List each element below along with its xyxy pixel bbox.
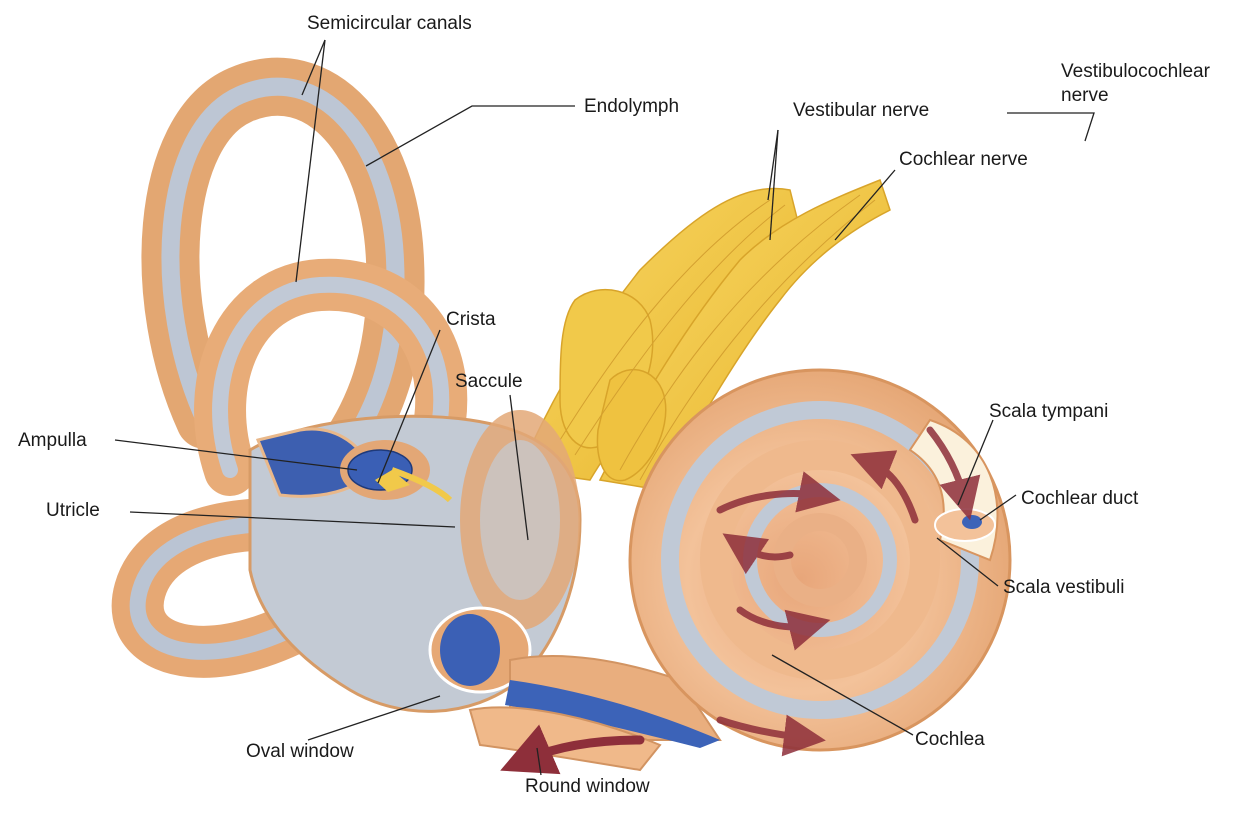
label-cochlear-duct: Cochlear duct [1021, 488, 1138, 510]
label-ampulla: Ampulla [18, 430, 87, 452]
label-cochlea: Cochlea [915, 729, 985, 751]
label-scala-tympani: Scala tympani [989, 401, 1108, 423]
label-oval-window: Oval window [246, 741, 354, 763]
label-vestibular-nerve: Vestibular nerve [793, 100, 929, 122]
label-cochlear-nerve: Cochlear nerve [899, 149, 1028, 171]
label-utricle: Utricle [46, 500, 100, 522]
label-scala-vestibuli: Scala vestibuli [1003, 577, 1124, 599]
label-endolymph: Endolymph [584, 96, 679, 118]
label-vestibulocochlear-line2: nerve [1061, 85, 1109, 107]
label-vestibulocochlear-line1: Vestibulocochlear [1061, 61, 1210, 83]
label-crista: Crista [446, 309, 496, 331]
cochlea-shape [630, 370, 1010, 750]
label-saccule: Saccule [455, 371, 523, 393]
label-semicircular-canals: Semicircular canals [307, 13, 472, 35]
label-round-window: Round window [525, 776, 650, 798]
